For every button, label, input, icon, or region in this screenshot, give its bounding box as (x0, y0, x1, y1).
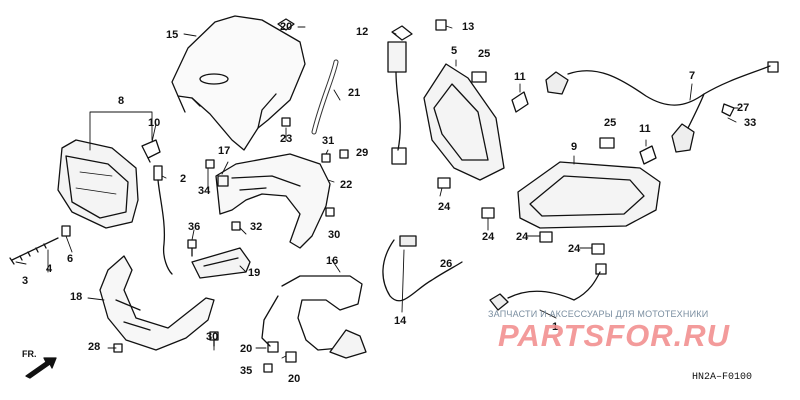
callout-21: 21 (348, 87, 361, 99)
bolt-36-part (187, 239, 197, 257)
callout-13: 13 (462, 21, 475, 33)
rubber-part (471, 71, 615, 149)
callout-16: 16 (326, 255, 339, 267)
harness-7-part (545, 61, 779, 153)
callout-12: 12 (356, 26, 369, 38)
callout-20c: 20 (288, 373, 301, 385)
bracket-part (191, 247, 251, 279)
front-direction-label: FR. (22, 349, 37, 359)
callout-29: 29 (356, 147, 369, 159)
callout-32: 32 (250, 221, 263, 233)
callout-1: 1 (552, 321, 559, 333)
callout-11b: 11 (639, 123, 651, 135)
callout-24c: 24 (516, 231, 529, 243)
watermark-logo: PARTSFOR.RU (498, 318, 731, 353)
callout-28: 28 (88, 341, 101, 353)
callout-36: 36 (188, 221, 201, 233)
clip-13-part (435, 19, 447, 31)
drawing-code: HN2A–F0100 (692, 372, 753, 383)
callout-10: 10 (148, 117, 161, 129)
callout-17: 17 (218, 145, 231, 157)
callout-25a: 25 (478, 48, 491, 60)
callout-31: 31 (322, 135, 335, 147)
bulb-11-part (511, 91, 657, 165)
callout-27: 27 (737, 102, 750, 114)
bulb-part (141, 139, 161, 163)
lower-cover-part (99, 255, 215, 351)
tube-part (311, 59, 339, 135)
callout-18: 18 (70, 291, 83, 303)
callout-23: 23 (280, 133, 293, 145)
front-arrow-icon (25, 357, 57, 379)
screw-part (113, 343, 123, 353)
callout-30a: 30 (328, 229, 341, 241)
center-headlight-part (423, 63, 505, 181)
inner-bracket-part (215, 153, 331, 249)
socket-part (387, 25, 413, 165)
watermark-caption: ЗАПЧАСТИ И АКСЕССУАРЫ ДЛЯ МОТОТЕХНИКИ (488, 309, 709, 319)
callout-3: 3 (22, 275, 29, 287)
callout-20a: 20 (280, 21, 293, 33)
collar-part (61, 225, 71, 237)
harness-part (153, 165, 173, 275)
callout-34: 34 (198, 185, 211, 197)
callout-8: 8 (118, 95, 125, 107)
clip-27-part (721, 103, 735, 117)
callout-33: 33 (744, 117, 757, 129)
callout-35: 35 (240, 365, 253, 377)
right-headlight-part (517, 161, 661, 229)
left-headlight-part (57, 139, 139, 229)
callout-24b: 24 (482, 231, 495, 243)
callout-2: 2 (180, 173, 187, 185)
callout-9: 9 (571, 141, 578, 153)
callout-22: 22 (340, 179, 353, 191)
bolt-part (9, 237, 59, 265)
callout-5: 5 (451, 45, 458, 57)
callout-14: 14 (394, 315, 407, 327)
grommet-part (267, 341, 297, 363)
callout-30b: 30 (206, 331, 219, 343)
callout-24d: 24 (568, 243, 581, 255)
harness-14-part (382, 235, 607, 311)
callout-20b: 20 (240, 343, 253, 355)
frame-part (261, 275, 367, 359)
callout-15: 15 (166, 29, 179, 41)
callout-7: 7 (689, 70, 696, 82)
callout-6: 6 (67, 253, 74, 265)
top-cover-part (171, 15, 306, 151)
clip-part (277, 18, 295, 31)
callout-24a: 24 (438, 201, 451, 213)
fastener-part (205, 117, 349, 231)
screw-30-part (209, 331, 219, 347)
nut-part (263, 363, 273, 373)
callout-11a: 11 (514, 71, 526, 83)
callout-19: 19 (248, 267, 261, 279)
callout-4: 4 (46, 263, 53, 275)
callout-25b: 25 (604, 117, 617, 129)
callout-26: 26 (440, 258, 453, 270)
leader-lines (15, 25, 739, 359)
